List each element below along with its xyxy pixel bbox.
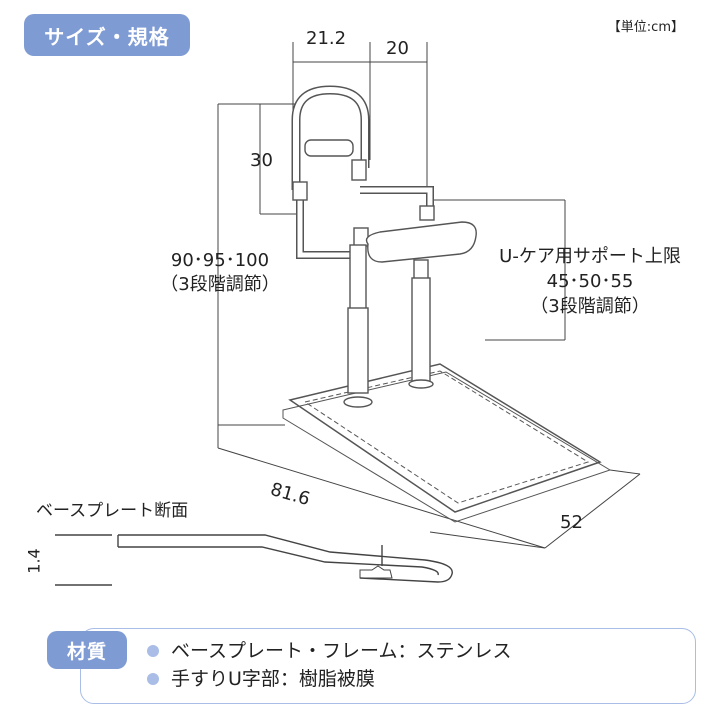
joint bbox=[353, 227, 369, 247]
pole bbox=[347, 307, 369, 394]
materials-badge: 材質 bbox=[47, 631, 127, 669]
dim-support-note: （3段階調節） bbox=[530, 296, 650, 317]
list-item: ベースプレート・フレーム：ステンレス bbox=[147, 637, 511, 665]
dim-plate-thickness: 1.4 bbox=[24, 548, 44, 574]
material-item: ベースプレート・フレーム：ステンレス bbox=[171, 640, 512, 662]
dimension-line bbox=[609, 469, 641, 475]
cross-section-title: ベースプレート断面 bbox=[36, 501, 189, 521]
pole-base bbox=[408, 379, 434, 389]
dim-support-title: U-ケア用サポート上限 bbox=[499, 246, 681, 267]
seat-pad bbox=[365, 221, 477, 263]
handrail bbox=[291, 85, 477, 408]
pole-base bbox=[343, 396, 373, 408]
grip-bar bbox=[304, 139, 354, 157]
section-title-badge: サイズ・規格 bbox=[24, 14, 190, 56]
joint bbox=[419, 205, 435, 221]
cross-section-drawing bbox=[55, 534, 453, 586]
dim-base-width: 52 bbox=[560, 512, 583, 533]
unit-note: 【単位:cm】 bbox=[607, 20, 684, 35]
dim-handle-height: 30 bbox=[250, 150, 273, 171]
materials-box: 材質 ベースプレート・フレーム：ステンレス 手すりU字部：樹脂被膜 bbox=[47, 628, 696, 704]
dim-width-top: 21.2 bbox=[306, 28, 347, 49]
pole bbox=[411, 277, 431, 384]
bullet-icon bbox=[147, 645, 159, 657]
dimension-line bbox=[217, 447, 546, 549]
dimension-line bbox=[429, 531, 546, 549]
base-plate bbox=[282, 363, 612, 523]
bullet-icon bbox=[147, 673, 159, 685]
material-item: 手すりU字部：樹脂被膜 bbox=[171, 668, 375, 690]
joint bbox=[351, 159, 367, 181]
dim-depth-top: 20 bbox=[386, 38, 409, 59]
materials-list: ベースプレート・フレーム：ステンレス 手すりU字部：樹脂被膜 bbox=[147, 637, 511, 693]
dimension-line bbox=[544, 473, 641, 549]
dim-support-height: 45･50･55 bbox=[546, 271, 634, 292]
dim-total-height: 90･95･100 bbox=[170, 250, 270, 271]
dim-total-height-note: （3段階調節） bbox=[160, 274, 280, 295]
list-item: 手すりU字部：樹脂被膜 bbox=[147, 665, 511, 693]
joint bbox=[292, 181, 308, 201]
